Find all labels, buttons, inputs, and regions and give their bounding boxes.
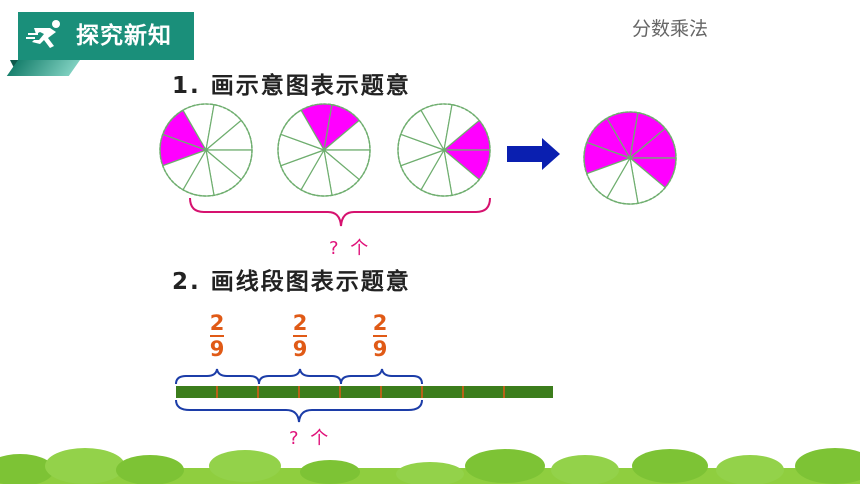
- fraction-1-denominator: 9: [209, 337, 225, 361]
- fraction-2-numerator: 2: [292, 311, 308, 335]
- fraction-1-numerator: 2: [209, 311, 225, 335]
- bar-question-label: ? 个: [289, 428, 332, 449]
- fraction-1-bar: [210, 335, 224, 337]
- fraction-3-numerator: 2: [372, 311, 388, 335]
- result-pie-group: [583, 111, 677, 205]
- fraction-3: 2 9: [370, 312, 390, 360]
- fraction-3-denominator: 9: [372, 337, 388, 361]
- grass-decoration: [0, 448, 860, 484]
- fraction-2-bar: [293, 335, 307, 337]
- segment-bar: [176, 386, 553, 398]
- pie-2-outline: [277, 103, 371, 197]
- fraction-2: 2 9: [290, 312, 310, 360]
- runner-icon: [26, 20, 60, 48]
- pies-brace: [189, 197, 491, 227]
- subject-title: 分数乘法: [632, 18, 709, 40]
- fraction-2-denominator: 9: [292, 337, 308, 361]
- right-arrow-icon: [507, 138, 560, 170]
- pie-group: [159, 103, 491, 197]
- fraction-brace-2: [258, 368, 342, 385]
- pie-3-outline: [397, 103, 491, 197]
- fraction-brace-3: [340, 368, 423, 385]
- pie-1-outline: [159, 103, 253, 197]
- banner-title: 探究新知: [76, 23, 172, 49]
- section2-heading: 2. 画线段图表示题意: [172, 269, 411, 295]
- section1-heading: 1. 画示意图表示题意: [172, 73, 411, 99]
- pies-question-label: ? 个: [329, 238, 372, 259]
- fraction-brace-1: [175, 368, 260, 385]
- segment-ticks: [216, 386, 505, 398]
- fraction-3-bar: [373, 335, 387, 337]
- result-pie-outline: [583, 111, 677, 205]
- bar-brace: [175, 399, 423, 423]
- fraction-1: 2 9: [207, 312, 227, 360]
